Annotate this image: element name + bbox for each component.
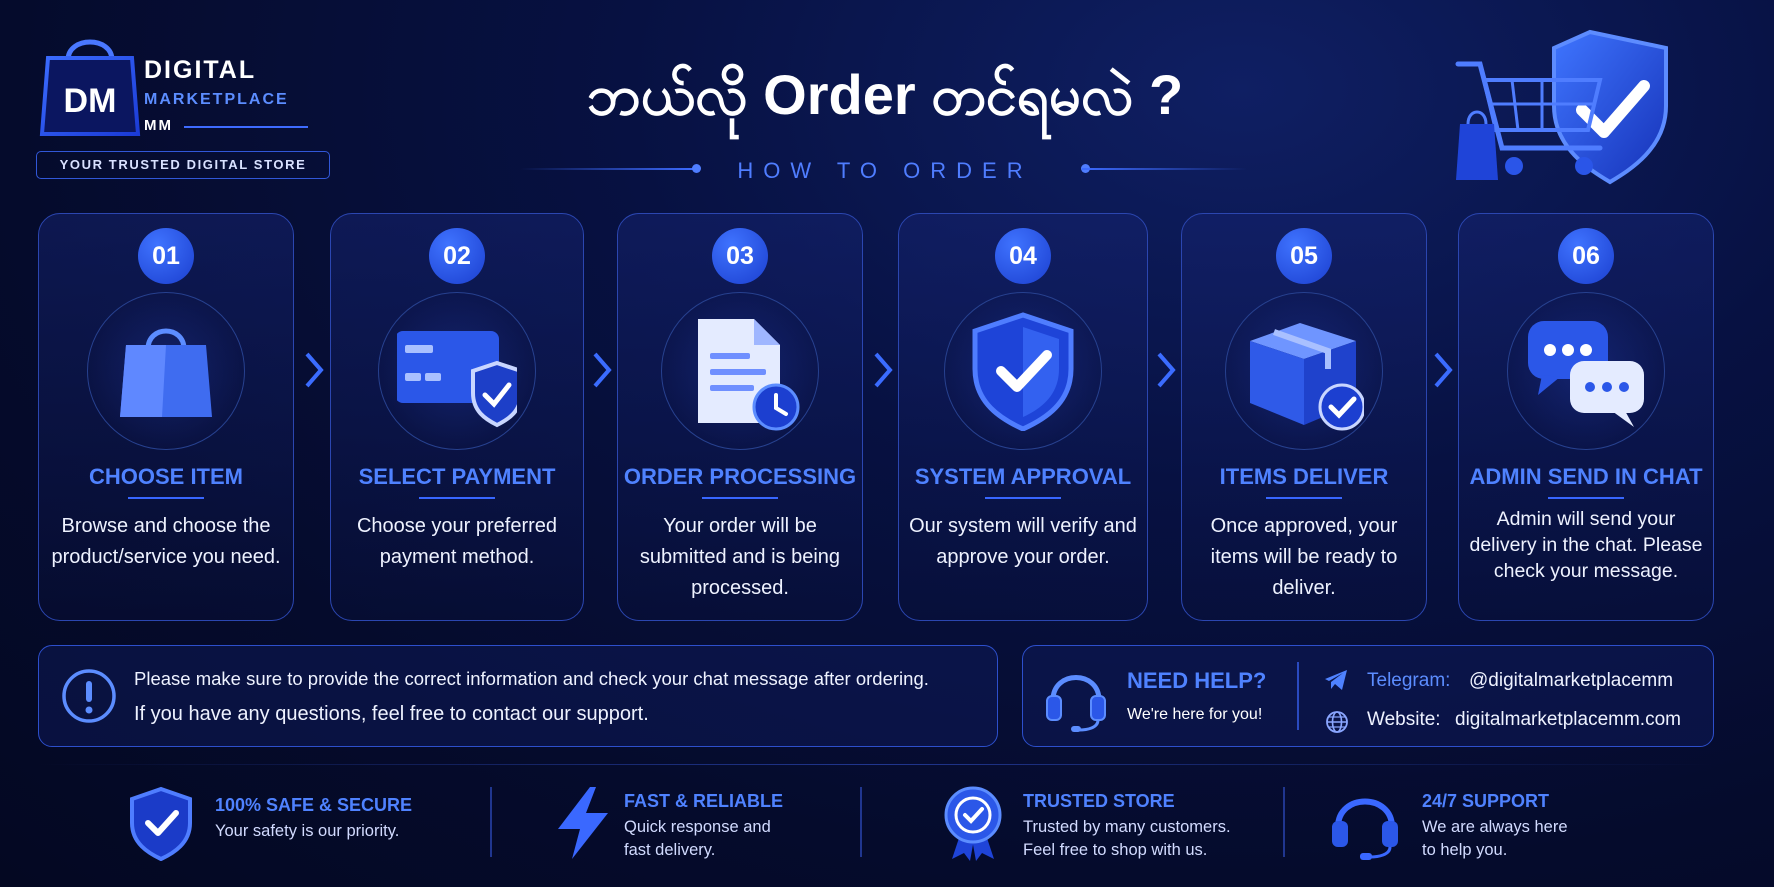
website-label: Website: — [1367, 709, 1441, 730]
feature-desc-line-2: Feel free to shop with us. — [1023, 841, 1208, 859]
chat-bubbles-icon — [1528, 321, 1644, 427]
step-card-3: 03 ORDER PROCESSING Your order will be s… — [617, 213, 863, 621]
step-title: ITEMS DELIVER — [1219, 464, 1389, 489]
brand-name-3: MM — [144, 117, 173, 134]
telegram-handle[interactable]: @digitalmarketplacemm — [1469, 670, 1674, 691]
step-description: Our system will verify and approve your … — [909, 515, 1137, 568]
feature-title: 100% SAFE & SECURE — [215, 795, 413, 815]
feature-divider — [490, 787, 492, 857]
step-number: 06 — [1558, 228, 1614, 284]
credit-card-shield-icon — [397, 331, 517, 428]
brand-name: DIGITAL — [144, 56, 257, 84]
step-icon-ring — [944, 292, 1102, 450]
step-underline — [419, 497, 495, 499]
feature-title: FAST & RELIABLE — [624, 791, 784, 811]
bottom-divider — [38, 764, 1714, 765]
help-title: NEED HELP? — [1127, 668, 1267, 693]
feature-description: Trusted by many customers. Feel free to s… — [1023, 816, 1231, 862]
document-clock-icon — [698, 319, 800, 431]
brand-tagline: YOUR TRUSTED DIGITAL STORE — [36, 151, 330, 179]
step-underline — [702, 497, 778, 499]
step-title: SYSTEM APPROVAL — [914, 464, 1132, 489]
step-card-4: 04 SYSTEM APPROVAL Our system will verif… — [898, 213, 1148, 621]
step-card-2: 02 SELECT PAYMENT Choose your preferred … — [330, 213, 584, 621]
step-underline — [1266, 497, 1342, 499]
step-icon-ring — [661, 292, 819, 450]
help-subtitle: We're here for you! — [1127, 706, 1263, 723]
feature-description: We are always here to help you. — [1422, 816, 1568, 862]
subtitle-line-right — [1082, 168, 1247, 170]
step-icon-ring — [87, 292, 245, 450]
subtitle-line-left — [520, 168, 696, 170]
shield-check-icon — [972, 312, 1074, 431]
page-title: ဘယ်လို Order တင်ရမလဲ ? — [586, 63, 1184, 126]
feature-title: TRUSTED STORE — [1023, 791, 1175, 811]
chevron-right-icon — [1157, 352, 1176, 388]
step-underline — [985, 497, 1061, 499]
chevron-right-icon — [874, 352, 893, 388]
feature-divider — [1283, 787, 1285, 857]
step-underline — [128, 497, 204, 499]
help-divider — [1297, 662, 1299, 730]
feature-desc-line-2: to help you. — [1422, 841, 1508, 859]
help-panel: NEED HELP? We're here for you! Telegram:… — [1022, 645, 1714, 747]
website-link[interactable]: digitalmarketplacemm.com — [1455, 709, 1681, 730]
logo-monogram: DM — [64, 82, 117, 120]
shopping-bag-icon — [120, 328, 212, 417]
step-description: Once approved, your items will be ready … — [1210, 515, 1398, 599]
lightning-icon — [558, 787, 608, 859]
step-title: ADMIN SEND IN CHAT — [1469, 464, 1703, 489]
step-number: 03 — [712, 228, 768, 284]
chevron-right-icon — [1434, 352, 1453, 388]
info-alert-icon — [62, 669, 116, 723]
step-number: 04 — [995, 228, 1051, 284]
chevron-right-icon — [305, 352, 324, 388]
headset-icon — [1332, 798, 1398, 860]
headset-icon — [1046, 675, 1106, 732]
feature-description: Quick response and fast delivery. — [624, 816, 771, 862]
step-title: ORDER PROCESSING — [623, 464, 857, 489]
feature-desc-line-1: We are always here — [1422, 818, 1568, 836]
step-description: Your order will be submitted and is bein… — [639, 515, 841, 599]
globe-icon — [1326, 711, 1348, 733]
step-card-6: 06 ADMIN SEND IN CHAT Admin will send yo… — [1458, 213, 1714, 621]
step-icon-ring — [378, 292, 536, 450]
feature-desc-line-1: Quick response and — [624, 818, 771, 836]
step-description: Browse and choose the product/service yo… — [51, 515, 281, 568]
step-title: CHOOSE ITEM — [88, 464, 243, 489]
notice-line-2: If you have any questions, feel free to … — [134, 703, 649, 725]
step-description: Admin will send your delivery in the cha… — [1469, 508, 1703, 582]
subtitle-dot-left — [692, 164, 701, 173]
telegram-label: Telegram: — [1367, 670, 1451, 691]
package-check-icon — [1250, 323, 1364, 431]
step-card-5: 05 ITEMS DELIVER Once approved, your ite… — [1181, 213, 1427, 621]
cart-shield-icon — [1455, 29, 1668, 185]
feature-desc-line-2: fast delivery. — [624, 841, 716, 859]
feature-divider — [860, 787, 862, 857]
feature-desc-line-1: Trusted by many customers. — [1023, 818, 1231, 836]
step-description: Choose your preferred payment method. — [356, 515, 558, 568]
step-card-1: 01 CHOOSE ITEM Browse and choose the pro… — [38, 213, 294, 621]
step-title: SELECT PAYMENT — [358, 464, 556, 489]
award-badge-icon — [944, 786, 1002, 861]
step-underline — [1548, 497, 1624, 499]
telegram-icon — [1325, 670, 1347, 690]
brand-divider — [184, 126, 308, 128]
step-number: 01 — [138, 228, 194, 284]
step-number: 02 — [429, 228, 485, 284]
page-subtitle: HOW TO ORDER — [737, 158, 1033, 183]
step-icon-ring — [1507, 292, 1665, 450]
logo-bag-icon: DM — [39, 39, 141, 136]
feature-title: 24/7 SUPPORT — [1422, 791, 1550, 811]
step-number: 05 — [1276, 228, 1332, 284]
step-icon-ring — [1225, 292, 1383, 450]
notice-panel: Please make sure to provide the correct … — [38, 645, 998, 747]
notice-line-1: Please make sure to provide the correct … — [134, 668, 929, 689]
shield-check-icon — [130, 786, 192, 861]
feature-description: Your safety is our priority. — [215, 822, 400, 840]
brand-name-2: MARKETPLACE — [144, 91, 289, 108]
chevron-right-icon — [593, 352, 612, 388]
